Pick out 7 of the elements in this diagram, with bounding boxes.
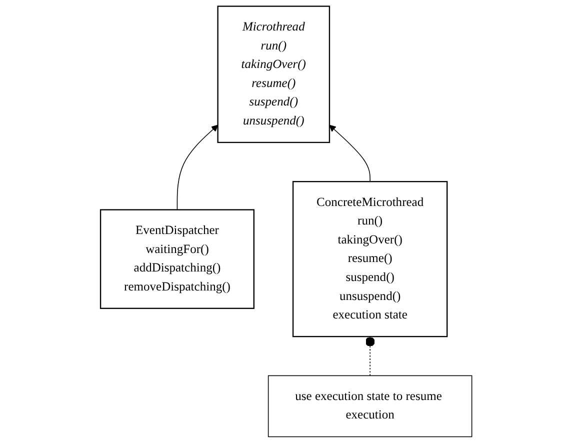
node-box <box>268 375 472 438</box>
arrow <box>328 124 370 182</box>
arrow <box>176 124 218 210</box>
node-box <box>292 181 448 338</box>
connector <box>365 336 375 376</box>
node-box <box>100 209 254 309</box>
node-box <box>217 6 330 144</box>
